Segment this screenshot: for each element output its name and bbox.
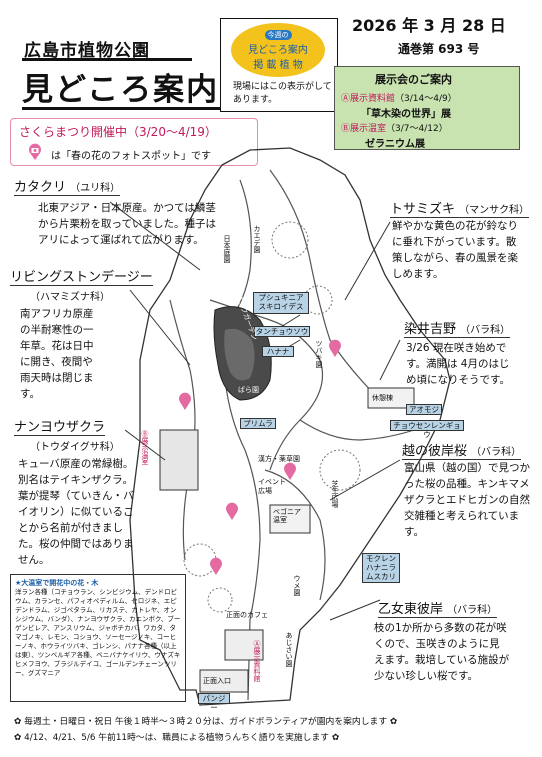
plant-name-otomehigan: 乙女東彼岸: [378, 602, 444, 617]
plant-title-otomehigan: 乙女東彼岸 （バラ科）: [378, 598, 498, 618]
plant-family-otomehigan: （バラ科）: [447, 605, 498, 616]
map-label-pansy: パンジー: [198, 693, 230, 712]
park-name: 広島市植物公園: [24, 41, 150, 61]
photo-spot-4: [210, 557, 222, 575]
exhibition-box: 展示会のご案内 Ⓐ展示資料館（3/14〜4/9） 「草木染の世界」展 Ⓑ展示温室…: [334, 66, 520, 150]
plant-title-tosamizuki: トサミズキ （マンサク科）: [390, 198, 530, 218]
map-boundary: [129, 147, 451, 706]
exhibition-item-2: Ⓑ展示温室（3/7〜4/12）: [341, 121, 517, 134]
map-area-kyukei: 休憩棟: [372, 394, 393, 402]
begonia-building: [269, 504, 311, 534]
sakura-title: さくらまつり開催中（3/20〜4/19）: [19, 125, 217, 139]
exhibit-hall: [199, 669, 249, 693]
plant-name-tosamizuki: トサミズキ: [390, 202, 456, 217]
plant-title-koshinohigan: 越の彼岸桜 （バラ科）: [402, 440, 522, 460]
plant-desc-livingstone: 南アフリカ原産の半耐寒性の一年草。花は日中に開き、夜間や雨天時は閉じます。: [20, 308, 94, 400]
sample-line2: 掲 載 植 物: [253, 59, 303, 71]
greenhouse: [159, 429, 199, 491]
plant-title-someiyoshino: 染井吉野 （バラ科）: [404, 318, 511, 338]
plant-family-someiyoshino: （バラ科）: [460, 325, 511, 336]
issue-number: 通巻第 693 号: [398, 42, 480, 56]
greenhouse-legend: ★大温室で開花中の花・木 洋ラン各種（コチョウラン、シンビジウム、デンドロビウム…: [10, 574, 186, 702]
plant-name-someiyoshino: 染井吉野: [404, 322, 457, 337]
sakura-box: さくらまつり開催中（3/20〜4/19） は「春の花のフォトスポット」です: [10, 118, 258, 166]
map-area-gate: 正面入口: [203, 677, 231, 685]
exhibition-title: 展示会のご案内: [375, 73, 452, 86]
cafe-building: [224, 629, 264, 661]
plant-desc-katakuri: 北東アジア・日本原産。かつては鱗茎から片栗粉を取っていました。種子はアリによって…: [38, 202, 216, 246]
plant-desc-tosamizuki: 鮮やかな黄色の花が鈴なりに垂れ下がっています。散策しながら、春の風景を楽しめます…: [392, 220, 518, 280]
map-label-mokuren: モクレン ハナニラ ムスカリ: [362, 553, 400, 583]
sample-oval: 今週の 見どころ案内 掲 載 植 物: [231, 23, 325, 77]
exhibition-mark-2: Ⓑ展示温室: [341, 124, 387, 134]
rest-building: [367, 387, 415, 409]
footer-line-1: ✿ 毎週土・日曜日・祝日 午後１時半〜３時２０分は、ガイドボランティアが園内を案…: [14, 717, 398, 727]
legend-title: ★大温室で開花中の花・木: [15, 579, 99, 587]
exhibition-dates-2: （3/7〜4/12）: [386, 124, 448, 134]
map-area-exhibit-gh: Ⓑ展示温室: [141, 430, 149, 465]
plant-family-tosamizuki: （マンサク科）: [459, 205, 530, 216]
plant-desc-someiyoshino: 3/26 現在咲き始めです。満開は 4月のはじめ頃になりそうです。: [406, 342, 510, 386]
exhibition-item-1: Ⓐ展示資料館（3/14〜4/9）: [341, 91, 517, 104]
sample-line1: 見どころ案内: [248, 44, 308, 56]
photo-spot-2: [284, 462, 297, 480]
map-area-shibafu: 芝生広場: [331, 480, 339, 508]
plant-family-livingstone: （ハマミズナ科）: [30, 292, 110, 303]
sample-tag: 今週の: [264, 29, 292, 40]
map-area-exhibit-bldg: Ⓐ展示資料館: [253, 640, 261, 682]
map-area-kaede: カエデ園: [253, 225, 261, 253]
map-area-tsubaki: ツバキ園: [315, 340, 323, 368]
exhibition-name-1: 「草木染の世界」展: [361, 109, 451, 120]
exhibition-mark-1: Ⓐ展示資料館: [341, 94, 396, 104]
map-label-pushkinia: プシュキニア スキロイデス: [253, 292, 309, 314]
plant-name-koshinohigan: 越の彼岸桜: [402, 444, 468, 459]
photo-spot-3: [226, 502, 238, 520]
page-title: 見どころ案内: [22, 72, 220, 108]
plant-title-livingstone: リビングストンデージー: [10, 266, 153, 286]
legend-text: 洋ラン各種（コチョウラン、シンビジウム、デンドロビウム、カランセ、パフィオペディ…: [15, 588, 181, 677]
plant-family-katakuri: （ユリ科）: [70, 183, 121, 194]
map-label-chousen: チョウセンレンギョウ: [390, 420, 464, 439]
map-label-aomoji: アオモジ: [406, 404, 442, 415]
map-area-ajisai: あじさい園: [285, 632, 293, 667]
map-area-kanpou: 漢方・薬草園: [258, 455, 300, 463]
plant-family-koshinohigan: （バラ科）: [471, 447, 522, 458]
exhibition-dates-1: （3/14〜4/9）: [395, 94, 457, 104]
footer-line-2: ✿ 4/12、4/21、5/6 午前11時〜は、職員による植物うんちく語りを実施…: [14, 733, 340, 743]
plant-title-nanyo: ナンヨウザクラ: [14, 416, 106, 436]
map-area-ume: ウメ園: [293, 575, 301, 596]
plant-name-katakuri: カタクリ: [14, 180, 67, 195]
map-area-cafe: 正面のカフェ: [226, 611, 268, 619]
sample-note: 現場にはこの表示がしてあります。: [233, 82, 332, 105]
plant-desc-otomehigan: 枝の1か所から多数の花が咲くので、玉咲きのように見えます。栽培している施設が少な…: [374, 622, 510, 682]
plant-name-livingstone: リビングストンデージー: [10, 270, 153, 285]
title-bar: [22, 58, 192, 61]
plant-desc-nanyo: キューバ原産の常緑樹。別名はテイキンザクラ。葉が提琴（ていきん・バイオリン）に似…: [18, 458, 134, 566]
map-label-hanana: ハナナ: [262, 346, 294, 357]
map-label-tanchou: タンチョウソウ: [254, 326, 310, 337]
map-label-primula: プリムラ: [240, 418, 276, 429]
plant-title-katakuri: カタクリ （ユリ科）: [14, 176, 121, 196]
title-underline: [22, 107, 220, 110]
camera-icon: [27, 143, 43, 161]
plant-desc-koshinohigan: 富山県（越の国）で見つかった桜の品種。キンキマメザクラとエドヒガンの自然交雑種と…: [404, 462, 530, 538]
map-area-begonia: ベゴニア 温室: [273, 508, 301, 524]
issue-date: 2026 年 3 月 28 日: [352, 16, 506, 35]
plant-family-nanyo: （トウダイグサ科）: [30, 442, 120, 453]
photo-spot-1: [179, 392, 191, 410]
map-area-event: イベント 広場: [258, 478, 286, 495]
sakura-note: は「春の花のフォトスポット」です: [51, 151, 211, 162]
map-area-nihonteien: 日本庭園: [223, 235, 231, 263]
photo-spot-5: [329, 339, 342, 357]
sample-box: 今週の 見どころ案内 掲 載 植 物 現場にはこの表示がしてあります。: [220, 18, 338, 112]
exhibition-name-2: ゼラニウム展: [365, 139, 425, 150]
plant-name-nanyo: ナンヨウザクラ: [14, 420, 106, 435]
map-area-rose: ばら園: [238, 386, 259, 394]
